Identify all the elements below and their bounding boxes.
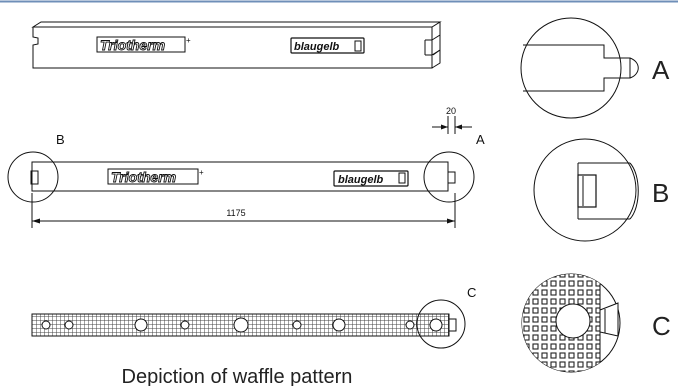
waffle-caption: Depiction of waffle pattern <box>122 366 353 386</box>
waffle-hole <box>332 318 346 332</box>
perspective-brand-mark: + <box>186 36 191 45</box>
gap-dimension-value: 20 <box>446 106 456 116</box>
label-a-side: A <box>476 132 485 147</box>
perspective-brand-logo: Triotherm + <box>96 36 191 53</box>
detail-circle-c <box>416 299 466 349</box>
waffle-hole <box>233 317 249 333</box>
side-brand-logo: Triotherm + <box>107 168 204 185</box>
side-maker-text: blaugelb <box>338 174 384 186</box>
waffle-pattern-bar <box>31 313 457 337</box>
detail-a-label: A <box>652 55 670 85</box>
side-brand-mark: + <box>199 168 204 177</box>
label-b-side: B <box>56 132 65 147</box>
detail-c-zoom <box>521 273 621 373</box>
profile-perspective-view <box>31 21 442 69</box>
waffle-hole <box>41 320 51 330</box>
side-brand-text: Triotherm <box>111 169 176 185</box>
waffle-hole <box>405 320 415 330</box>
waffle-hole <box>134 318 148 332</box>
profile-side-view <box>30 161 456 192</box>
length-dimension-value: 1175 <box>226 208 245 218</box>
waffle-hole <box>64 320 74 330</box>
perspective-maker-text: blaugelb <box>294 41 340 53</box>
detail-circle-a <box>423 151 475 203</box>
detail-c-label: C <box>652 311 671 341</box>
side-maker-logo: blaugelb <box>333 170 409 187</box>
length-dimension <box>31 193 456 228</box>
waffle-hole <box>429 318 443 332</box>
detail-a-zoom <box>520 17 639 119</box>
perspective-maker-logo: blaugelb <box>290 37 365 54</box>
gap-dimension <box>432 116 472 134</box>
detail-b-zoom <box>533 138 639 242</box>
detail-b-label: B <box>652 178 669 208</box>
waffle-holes <box>41 317 443 333</box>
detail-circle-b <box>7 151 59 203</box>
perspective-brand-text: Triotherm <box>100 37 165 53</box>
waffle-hole <box>180 320 190 330</box>
waffle-hole <box>292 320 302 330</box>
label-c-bar: C <box>467 285 476 300</box>
